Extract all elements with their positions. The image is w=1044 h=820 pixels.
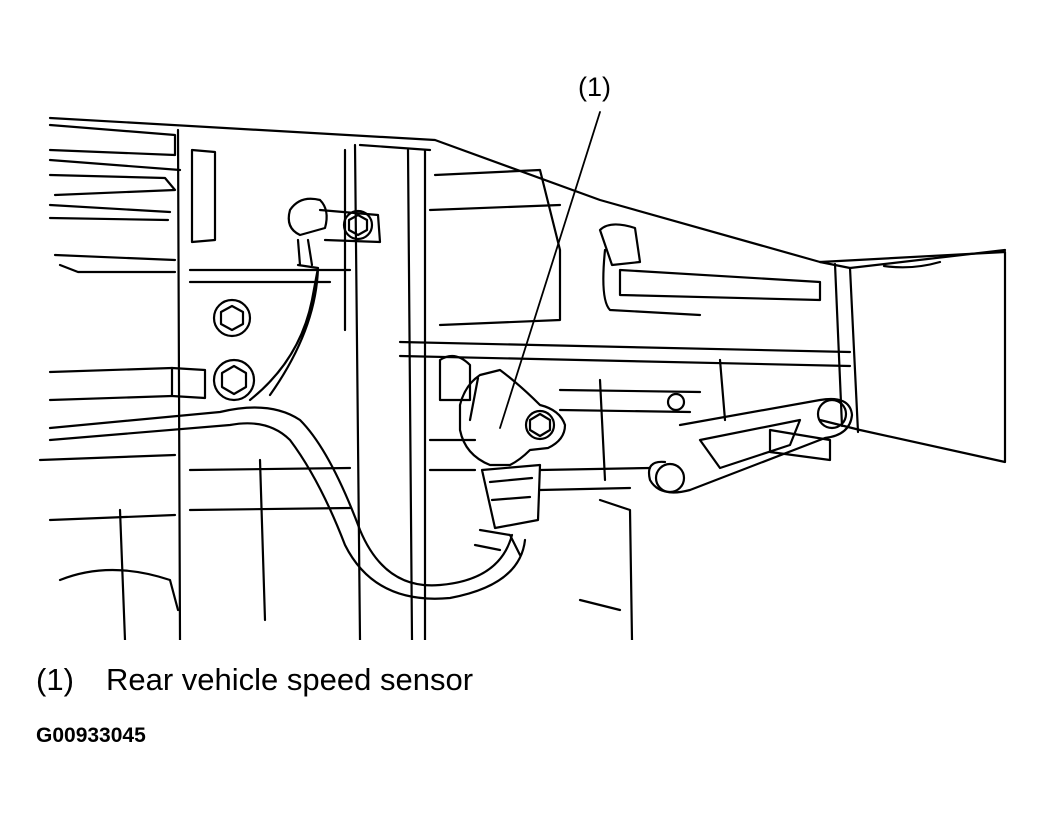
legend-item-label: Rear vehicle speed sensor xyxy=(106,662,474,697)
housing-fins xyxy=(48,123,182,274)
main-harness xyxy=(48,406,527,600)
legend: (1) Rear vehicle speed sensor xyxy=(36,662,473,698)
speed-sensor xyxy=(458,368,567,530)
housing-top-edge xyxy=(48,116,1007,270)
callout-number: (1) xyxy=(578,72,611,102)
connector-bolt xyxy=(212,358,256,402)
bolt-left xyxy=(212,298,252,338)
upper-harness xyxy=(248,238,320,402)
center-shaft xyxy=(398,340,852,368)
output-flange xyxy=(818,250,1007,464)
ground-strap xyxy=(287,197,328,237)
figure-id: G00933045 xyxy=(36,724,146,747)
bracket-linkage xyxy=(647,397,854,494)
legend-item-number: (1) xyxy=(36,662,74,697)
transmission-illustration xyxy=(38,111,1007,640)
callout-leader xyxy=(499,111,601,429)
